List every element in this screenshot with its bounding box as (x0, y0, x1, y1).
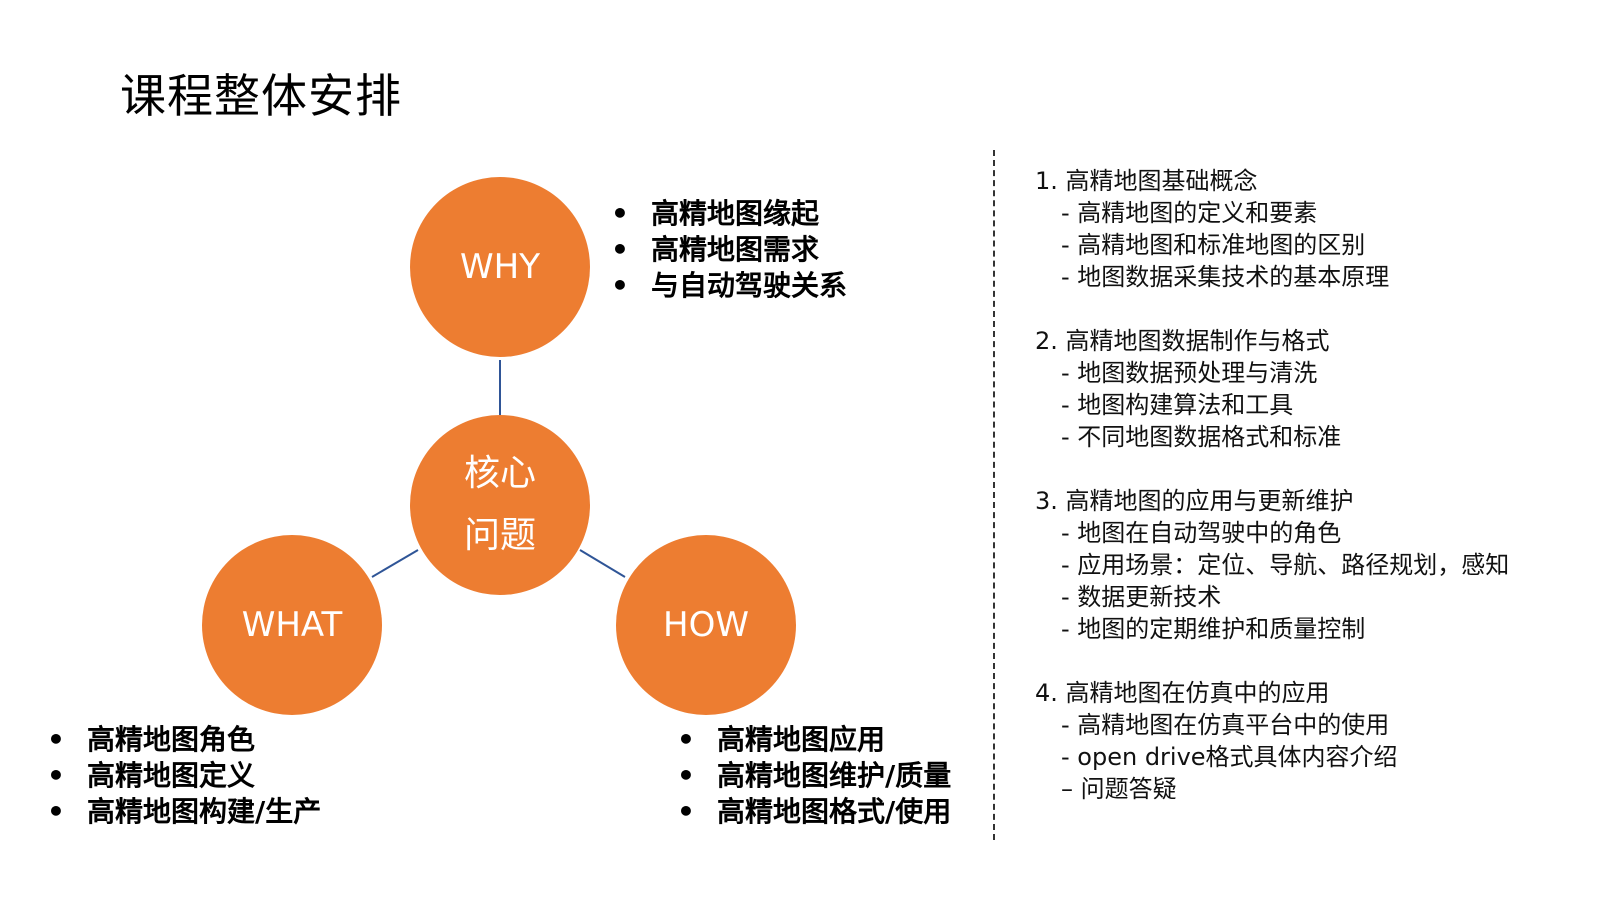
core-label-line2: 问题 (463, 515, 536, 556)
core-label-line1: 核心 (463, 453, 536, 494)
list-item-text: 高精地图应用 (717, 723, 886, 756)
list-item: • 高精地图维护/质量 (677, 758, 951, 794)
bullet-icon: • (47, 723, 65, 756)
list-item-text: 高精地图定义 (87, 759, 256, 792)
outline-section: 2. 高精地图数据制作与格式 - 地图数据预处理与清洗 - 地图构建算法和工具 … (1035, 325, 1575, 453)
bullet-icon: • (677, 759, 695, 792)
core-circle: 核心 问题 (410, 415, 590, 595)
list-item: • 高精地图定义 (47, 758, 321, 794)
what-circle-label: WHAT (241, 605, 343, 645)
list-item: • 高精地图构建/生产 (47, 794, 321, 830)
what-bullet-list: • 高精地图角色 • 高精地图定义 • 高精地图构建/生产 (47, 722, 321, 830)
outline-item: - 地图的定期维护和质量控制 (1061, 615, 1366, 643)
outline-item: - 地图数据采集技术的基本原理 (1061, 263, 1390, 291)
list-item-text: 高精地图缘起 (651, 197, 820, 230)
outline-section-heading: 1. 高精地图基础概念 (1035, 167, 1258, 195)
bullet-icon: • (611, 233, 629, 266)
outline-item: - 高精地图在仿真平台中的使用 (1061, 711, 1390, 739)
course-outline: 1. 高精地图基础概念 - 高精地图的定义和要素 - 高精地图和标准地图的区别 … (1035, 165, 1575, 837)
outline-item: - 数据更新技术 (1061, 583, 1222, 611)
bullet-icon: • (677, 723, 695, 756)
list-item: • 高精地图角色 (47, 722, 321, 758)
list-item-text: 高精地图格式/使用 (717, 795, 952, 828)
outline-item: - open drive格式具体内容介绍 (1061, 743, 1398, 771)
list-item-text: 高精地图维护/质量 (717, 759, 952, 792)
outline-section-heading: 4. 高精地图在仿真中的应用 (1035, 679, 1330, 707)
dashed-divider (993, 150, 995, 840)
why-bullet-list: • 高精地图缘起 • 高精地图需求 • 与自动驾驶关系 (611, 196, 847, 304)
bullet-icon: • (47, 795, 65, 828)
list-item-text: 高精地图需求 (651, 233, 820, 266)
outline-item: - 地图构建算法和工具 (1061, 391, 1294, 419)
what-circle: WHAT (202, 535, 382, 715)
how-circle: HOW (616, 535, 796, 715)
outline-section-heading: 2. 高精地图数据制作与格式 (1035, 327, 1330, 355)
outline-item: - 不同地图数据格式和标准 (1061, 423, 1342, 451)
list-item-text: 高精地图角色 (87, 723, 256, 756)
why-circle: WHY (410, 177, 590, 357)
bullet-icon: • (611, 197, 629, 230)
list-item: • 高精地图应用 (677, 722, 951, 758)
bullet-icon: • (611, 269, 629, 302)
why-circle-label: WHY (460, 247, 540, 287)
how-circle-label: HOW (663, 605, 749, 645)
list-item-text: 与自动驾驶关系 (651, 269, 848, 302)
list-item: • 高精地图缘起 (611, 196, 847, 232)
outline-section: 3. 高精地图的应用与更新维护 - 地图在自动驾驶中的角色 - 应用场景：定位、… (1035, 485, 1575, 645)
how-bullet-list: • 高精地图应用 • 高精地图维护/质量 • 高精地图格式/使用 (677, 722, 951, 830)
bullet-icon: • (47, 759, 65, 792)
outline-item: - 地图数据预处理与清洗 (1061, 359, 1318, 387)
list-item-text: 高精地图构建/生产 (87, 795, 322, 828)
outline-item: – 问题答疑 (1061, 775, 1177, 803)
outline-section: 4. 高精地图在仿真中的应用 - 高精地图在仿真平台中的使用 - open dr… (1035, 677, 1575, 805)
outline-item: - 地图在自动驾驶中的角色 (1061, 519, 1342, 547)
list-item: • 与自动驾驶关系 (611, 268, 847, 304)
outline-item: - 应用场景：定位、导航、路径规划，感知 (1061, 551, 1510, 579)
list-item: • 高精地图格式/使用 (677, 794, 951, 830)
outline-item: - 高精地图的定义和要素 (1061, 199, 1318, 227)
list-item: • 高精地图需求 (611, 232, 847, 268)
outline-item: - 高精地图和标准地图的区别 (1061, 231, 1366, 259)
connector-core-how (579, 549, 626, 578)
bullet-icon: • (677, 795, 695, 828)
outline-section-heading: 3. 高精地图的应用与更新维护 (1035, 487, 1354, 515)
connector-core-what (371, 549, 419, 578)
outline-section: 1. 高精地图基础概念 - 高精地图的定义和要素 - 高精地图和标准地图的区别 … (1035, 165, 1575, 293)
page-title: 课程整体安排 (120, 69, 402, 123)
